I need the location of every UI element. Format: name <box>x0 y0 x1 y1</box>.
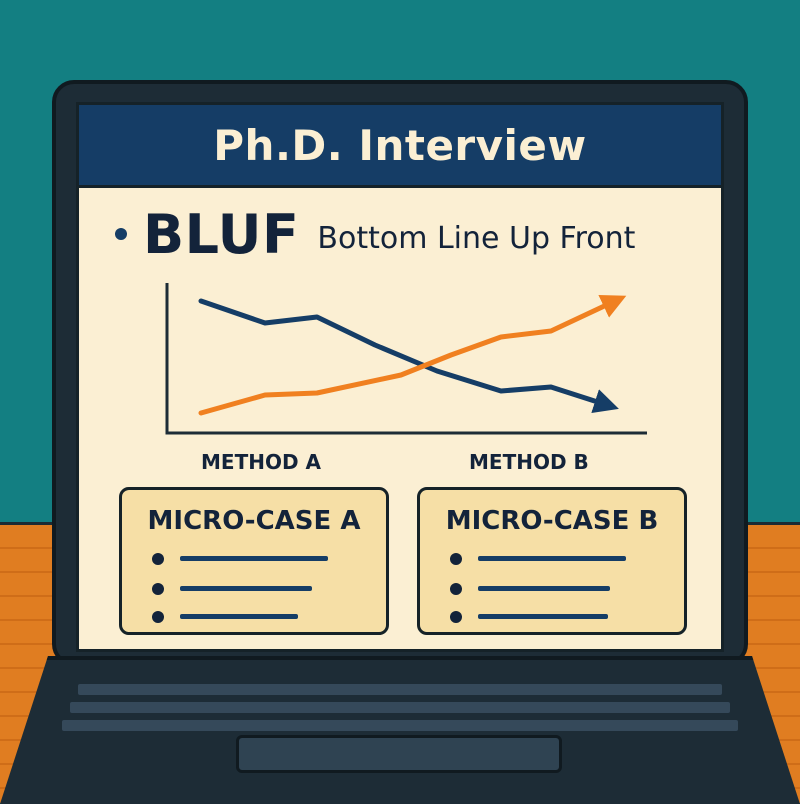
bullet-icon <box>450 583 462 595</box>
bullet-icon <box>152 611 164 623</box>
bullet-icon <box>115 228 127 240</box>
text-placeholder-line <box>180 556 328 561</box>
method-b-label: METHOD B <box>469 450 589 474</box>
keyboard-row <box>70 702 730 713</box>
series-increasing-line <box>198 294 627 416</box>
slide-title-bar: Ph.D. Interview <box>79 105 721 188</box>
text-placeholder-line <box>180 614 298 619</box>
list-item <box>152 582 372 596</box>
list-item <box>450 582 670 596</box>
touchpad <box>236 735 562 773</box>
bullet-icon <box>152 553 164 565</box>
laptop-screen: Ph.D. Interview BLUF Bottom Line Up Fron… <box>76 102 724 652</box>
slide-title: Ph.D. Interview <box>213 120 587 170</box>
bluf-expansion: Bottom Line Up Front <box>317 220 636 256</box>
keyboard-row <box>62 720 738 731</box>
list-item <box>450 610 670 624</box>
keyboard-row <box>78 684 722 695</box>
trend-chart <box>165 283 647 435</box>
list-item <box>450 552 670 566</box>
list-item <box>152 552 372 566</box>
micro-case-b-title: MICRO-CASE B <box>445 506 659 536</box>
micro-case-b-card: MICRO-CASE B <box>417 487 687 635</box>
bullet-icon <box>152 583 164 595</box>
series-decreasing-line <box>198 298 619 414</box>
method-a-label: METHOD A <box>201 450 321 474</box>
keyboard <box>58 684 742 734</box>
micro-case-a-card: MICRO-CASE A <box>119 487 389 635</box>
chart-axes <box>165 283 647 435</box>
text-placeholder-line <box>478 614 608 619</box>
list-item <box>152 610 372 624</box>
bullet-icon <box>450 611 462 623</box>
text-placeholder-line <box>180 586 312 591</box>
bluf-row: BLUF Bottom Line Up Front <box>115 199 635 269</box>
bluf-heading: BLUF <box>143 202 300 266</box>
bullet-icon <box>450 553 462 565</box>
text-placeholder-line <box>478 586 610 591</box>
micro-case-a-title: MICRO-CASE A <box>147 506 361 536</box>
text-placeholder-line <box>478 556 626 561</box>
